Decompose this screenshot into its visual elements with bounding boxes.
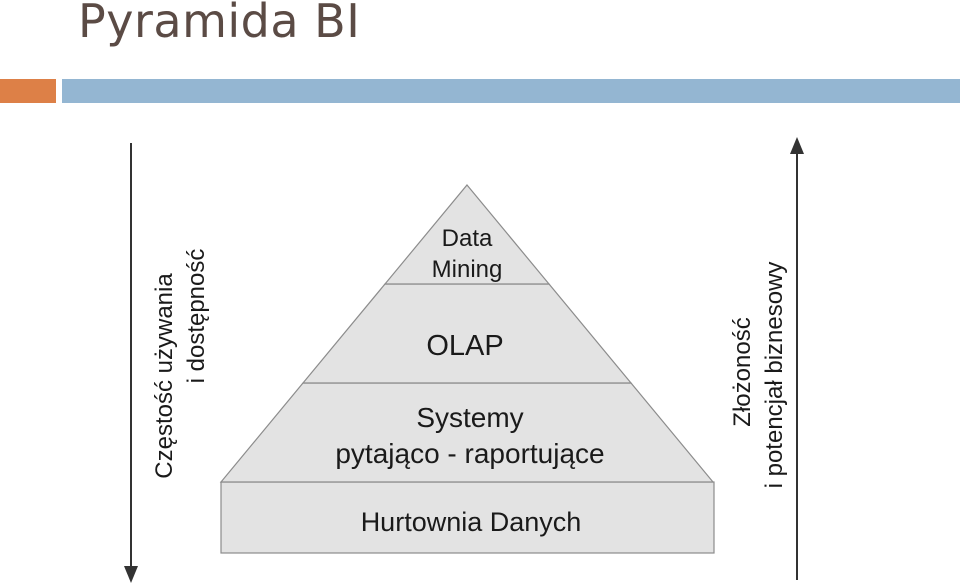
left-axis-label-line1: Częstość używania [151,273,178,479]
level-1-label-line1: Data [442,225,493,252]
level-1-label-line2: Mining [432,256,503,283]
pyramid [219,184,715,554]
level-2-label: OLAP [426,330,503,362]
level-3-label-line2: pytająco - raportujące [335,438,604,469]
right-axis-label-line1: Złożoność [729,317,756,426]
pyramid-level-hurtownia [220,481,715,554]
pyramid-labels: Data Mining OLAP Systemy pytająco - rapo… [335,225,604,537]
level-4-label: Hurtownia Danych [361,507,582,537]
pyramid-level-data-mining [383,184,551,285]
right-axis-label: Złożoność i potencjał biznesowy [729,262,788,489]
left-axis-arrow [124,143,138,583]
slide-title: Pyramida BI [78,0,361,48]
right-axis-label-line2: i potencjał biznesowy [761,262,788,489]
accent-bar-orange [0,79,56,103]
left-axis-label-line2: i dostępność [183,249,210,384]
left-axis-label: Częstość używania i dostępność [151,249,210,479]
accent-bar-blue [62,79,960,103]
right-axis-arrow [790,137,804,580]
level-3-label-line1: Systemy [416,402,523,433]
